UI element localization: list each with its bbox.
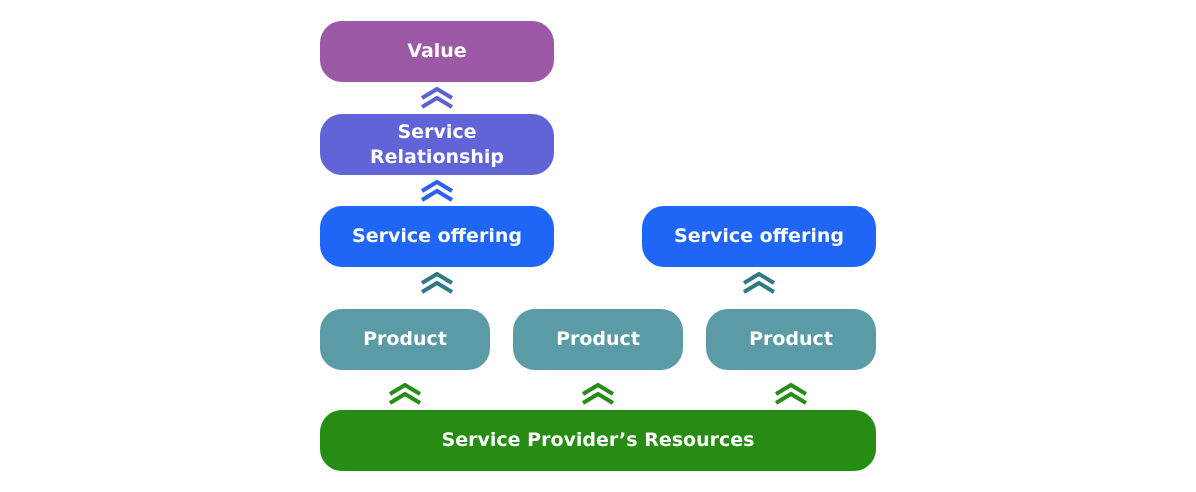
product-box-2: Product <box>513 309 683 370</box>
value-box: Value <box>320 21 554 82</box>
service-relationship-box: Service Relationship <box>320 114 554 175</box>
double-chevron-up-icon <box>419 270 455 296</box>
product-label-2: Product <box>556 328 640 350</box>
service-offering-box-right: Service offering <box>642 206 876 267</box>
service-offering-label-right: Service offering <box>674 225 844 247</box>
service-relationship-label-line1: Service <box>397 120 477 143</box>
product-box-3: Product <box>706 309 876 370</box>
service-providers-resources-label: Service Provider’s Resources <box>441 429 755 451</box>
double-chevron-up-icon <box>741 270 777 296</box>
service-offering-box-left: Service offering <box>320 206 554 267</box>
double-chevron-up-icon <box>580 381 616 407</box>
double-chevron-up-icon <box>387 381 423 407</box>
product-label-3: Product <box>749 328 833 350</box>
product-box-1: Product <box>320 309 490 370</box>
service-relationship-label-line2: Relationship <box>370 145 504 168</box>
double-chevron-up-icon <box>419 178 455 204</box>
service-providers-resources-box: Service Provider’s Resources <box>320 410 876 471</box>
double-chevron-up-icon <box>419 85 455 111</box>
value-label: Value <box>407 40 467 62</box>
product-label-1: Product <box>363 328 447 350</box>
double-chevron-up-icon <box>773 381 809 407</box>
service-offering-label-left: Service offering <box>352 225 522 247</box>
